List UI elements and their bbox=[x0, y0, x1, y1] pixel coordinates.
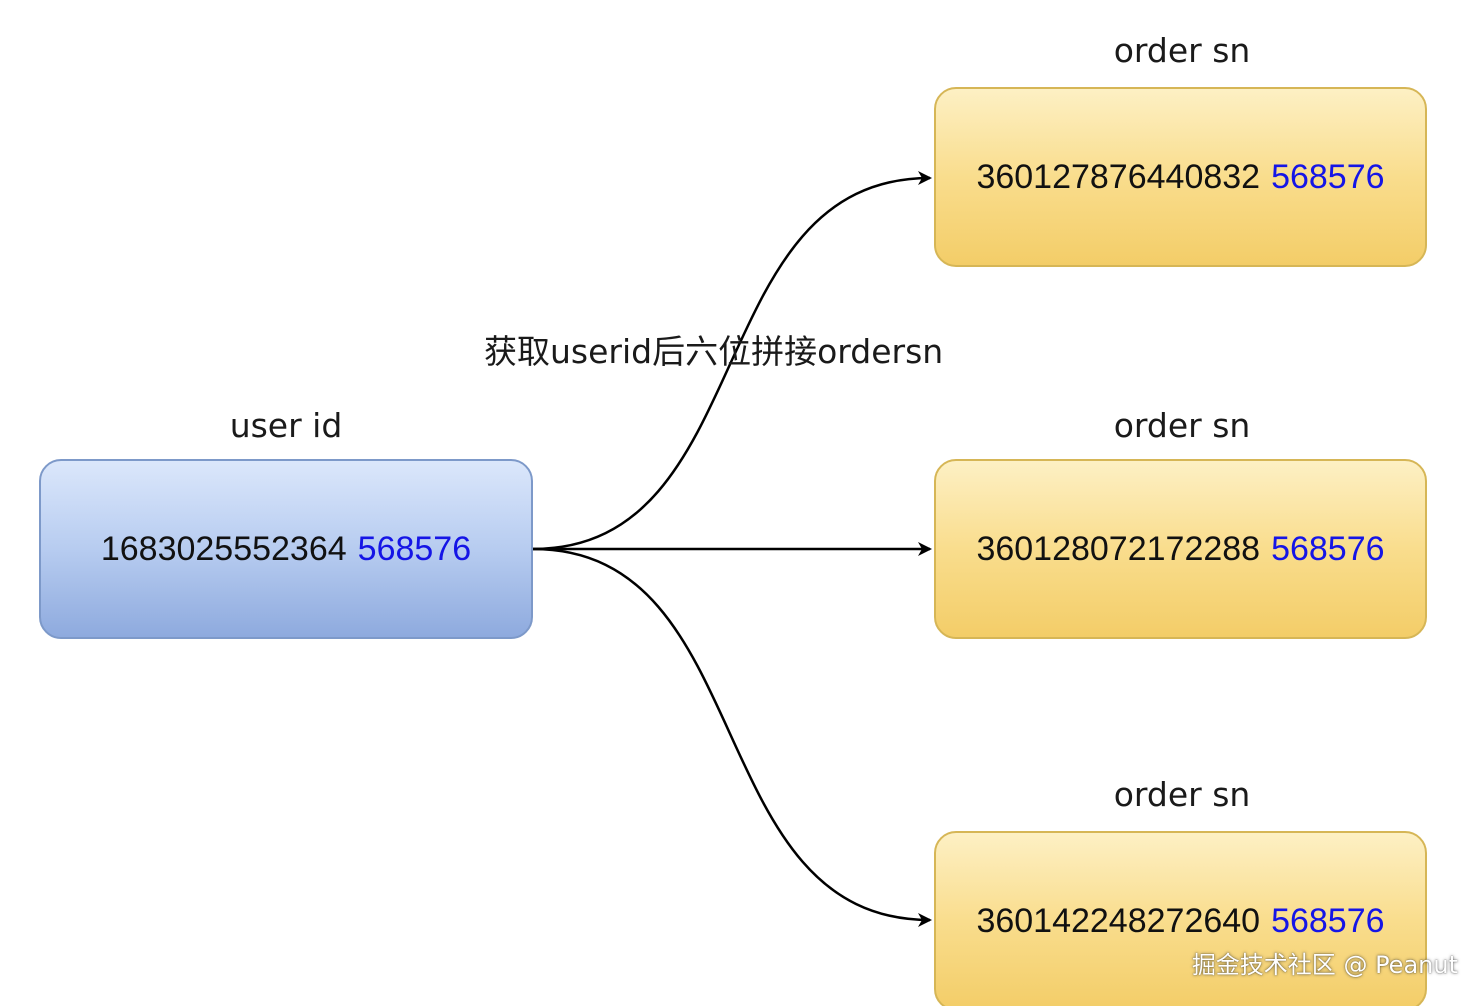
user-id-title: user id bbox=[229, 406, 343, 445]
watermark-text: 掘金技术社区 @ Peanut bbox=[1191, 951, 1458, 979]
order-sn-title-3: order sn bbox=[1113, 775, 1251, 814]
order-sn-prefix-1: 360127876440832 bbox=[976, 157, 1261, 196]
order-sn-node-3[interactable]: 360142248272640 568576 bbox=[934, 831, 1427, 1006]
order-sn-prefix-3: 360142248272640 bbox=[976, 901, 1261, 940]
edge-to-order-1 bbox=[532, 171, 932, 551]
order-sn-title-2: order sn bbox=[1113, 406, 1251, 445]
user-id-node[interactable]: 1683025552364 568576 bbox=[39, 459, 533, 639]
user-id-suffix: 568576 bbox=[357, 529, 472, 568]
edge-to-order-3 bbox=[532, 547, 932, 927]
order-sn-title-1: order sn bbox=[1113, 31, 1251, 70]
user-id-prefix: 1683025552364 bbox=[100, 529, 347, 568]
edge-annotation: 获取userid后六位拼接ordersn bbox=[484, 332, 944, 371]
order-sn-node-1[interactable]: 360127876440832 568576 bbox=[934, 87, 1427, 267]
order-sn-suffix-1: 568576 bbox=[1271, 157, 1385, 196]
order-sn-prefix-2: 360128072172288 bbox=[976, 529, 1261, 568]
order-sn-suffix-3: 568576 bbox=[1271, 901, 1385, 940]
order-sn-node-2[interactable]: 360128072172288 568576 bbox=[934, 459, 1427, 639]
order-sn-suffix-2: 568576 bbox=[1271, 529, 1385, 568]
